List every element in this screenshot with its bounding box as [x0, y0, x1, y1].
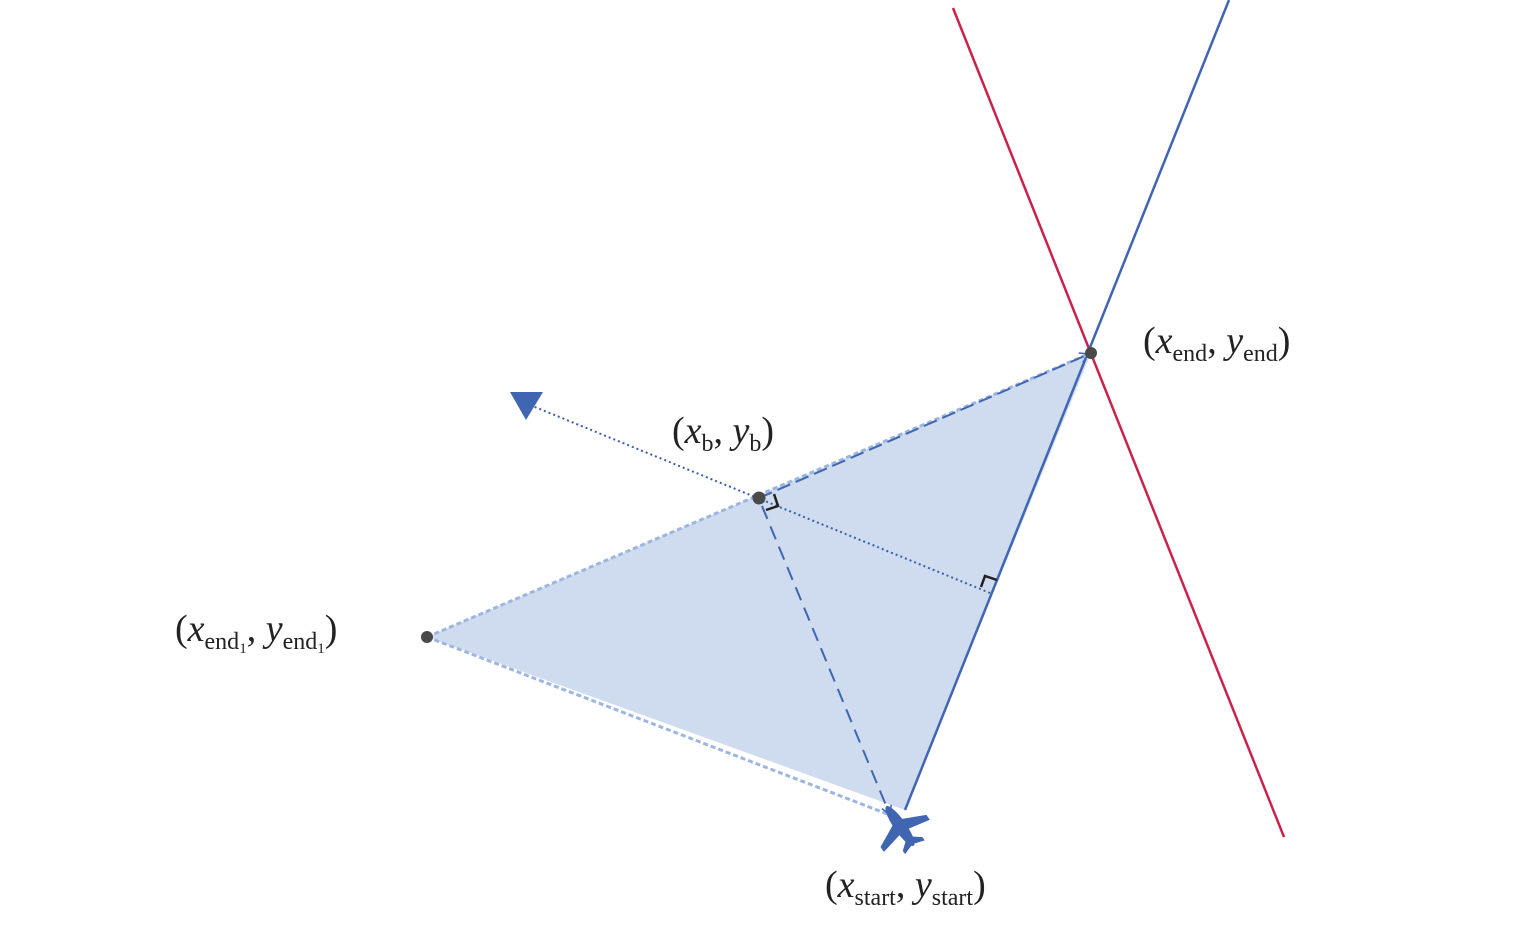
point-b	[752, 491, 766, 505]
normal-direction-arrowhead	[510, 392, 543, 420]
point-end1	[421, 631, 433, 643]
dashed-b-to-start	[761, 505, 892, 817]
red-boundary-line	[951, 7, 1286, 838]
label-b: (xb, yb)	[672, 410, 775, 457]
label-start: (xstart, ystart)	[825, 864, 986, 911]
triangle-region	[427, 353, 1091, 810]
right-angle-mark-b	[765, 493, 780, 512]
point-end	[1085, 347, 1097, 359]
label-end1: (xend1, yend1)	[175, 608, 338, 657]
right-angle-mark-foot	[979, 574, 998, 588]
dashed-b-to-end	[758, 352, 1091, 499]
airplane-icon	[880, 806, 930, 855]
dotted-edge-end1-start	[426, 635, 891, 817]
blue-route-line	[903, 0, 1231, 811]
label-end: (xend, yend)	[1143, 320, 1291, 367]
